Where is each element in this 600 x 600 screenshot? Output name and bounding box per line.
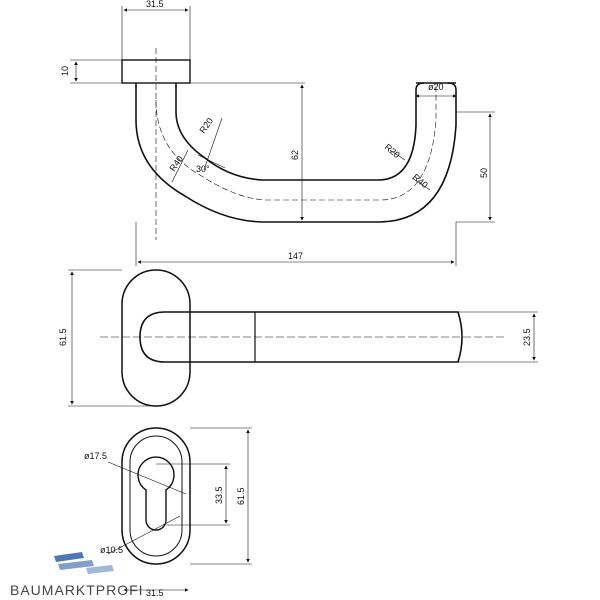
brand-logo-icon: [54, 552, 114, 574]
dim-top-rose-height: 61.5: [58, 328, 68, 346]
dim-escutcheon-width: 31.5: [146, 588, 164, 598]
top-view: [68, 269, 538, 407]
dim-height-62: 62: [290, 150, 300, 160]
handle-outline-inner: [175, 82, 425, 181]
dim-slot-height: 33.5: [214, 486, 224, 504]
top-handle-grip: [139, 311, 463, 363]
dim-radius-top: R20: [197, 116, 215, 135]
dim-angle: 30°: [196, 164, 210, 174]
top-view-labels: 61.5 23.5: [58, 328, 532, 346]
dim-diameter: ø20: [428, 82, 444, 92]
side-view: [70, 6, 495, 266]
dim-escutcheon-height: 61.5: [236, 487, 246, 505]
escutcheon-inner: [129, 435, 183, 557]
escutcheon-outer: [121, 427, 191, 565]
dim-radius-left: R40: [167, 154, 185, 173]
dim-grip-height: 23.5: [522, 328, 532, 346]
dim-height-50: 50: [479, 168, 489, 178]
top-rose: [121, 269, 191, 407]
dim-diameter-small: ø10.5: [100, 545, 123, 555]
rose-view-labels: ø17.5 33.5 61.5 ø10.5 31.5: [84, 451, 246, 598]
dim-rose-height: 10: [60, 66, 70, 76]
handle-outline-outer: [135, 82, 457, 223]
dim-length: 147: [288, 251, 303, 261]
dim-diameter-large: ø17.5: [84, 451, 107, 461]
cylinder-keyhole: [137, 456, 175, 531]
dim-radius-right-top: R20: [383, 142, 402, 160]
rose-view: [107, 427, 252, 592]
dim-rose-width: 31.5: [146, 0, 164, 9]
dim-radius-right-bottom: R40: [411, 172, 430, 190]
brand-watermark: BAUMARKTPROFI: [10, 582, 144, 598]
